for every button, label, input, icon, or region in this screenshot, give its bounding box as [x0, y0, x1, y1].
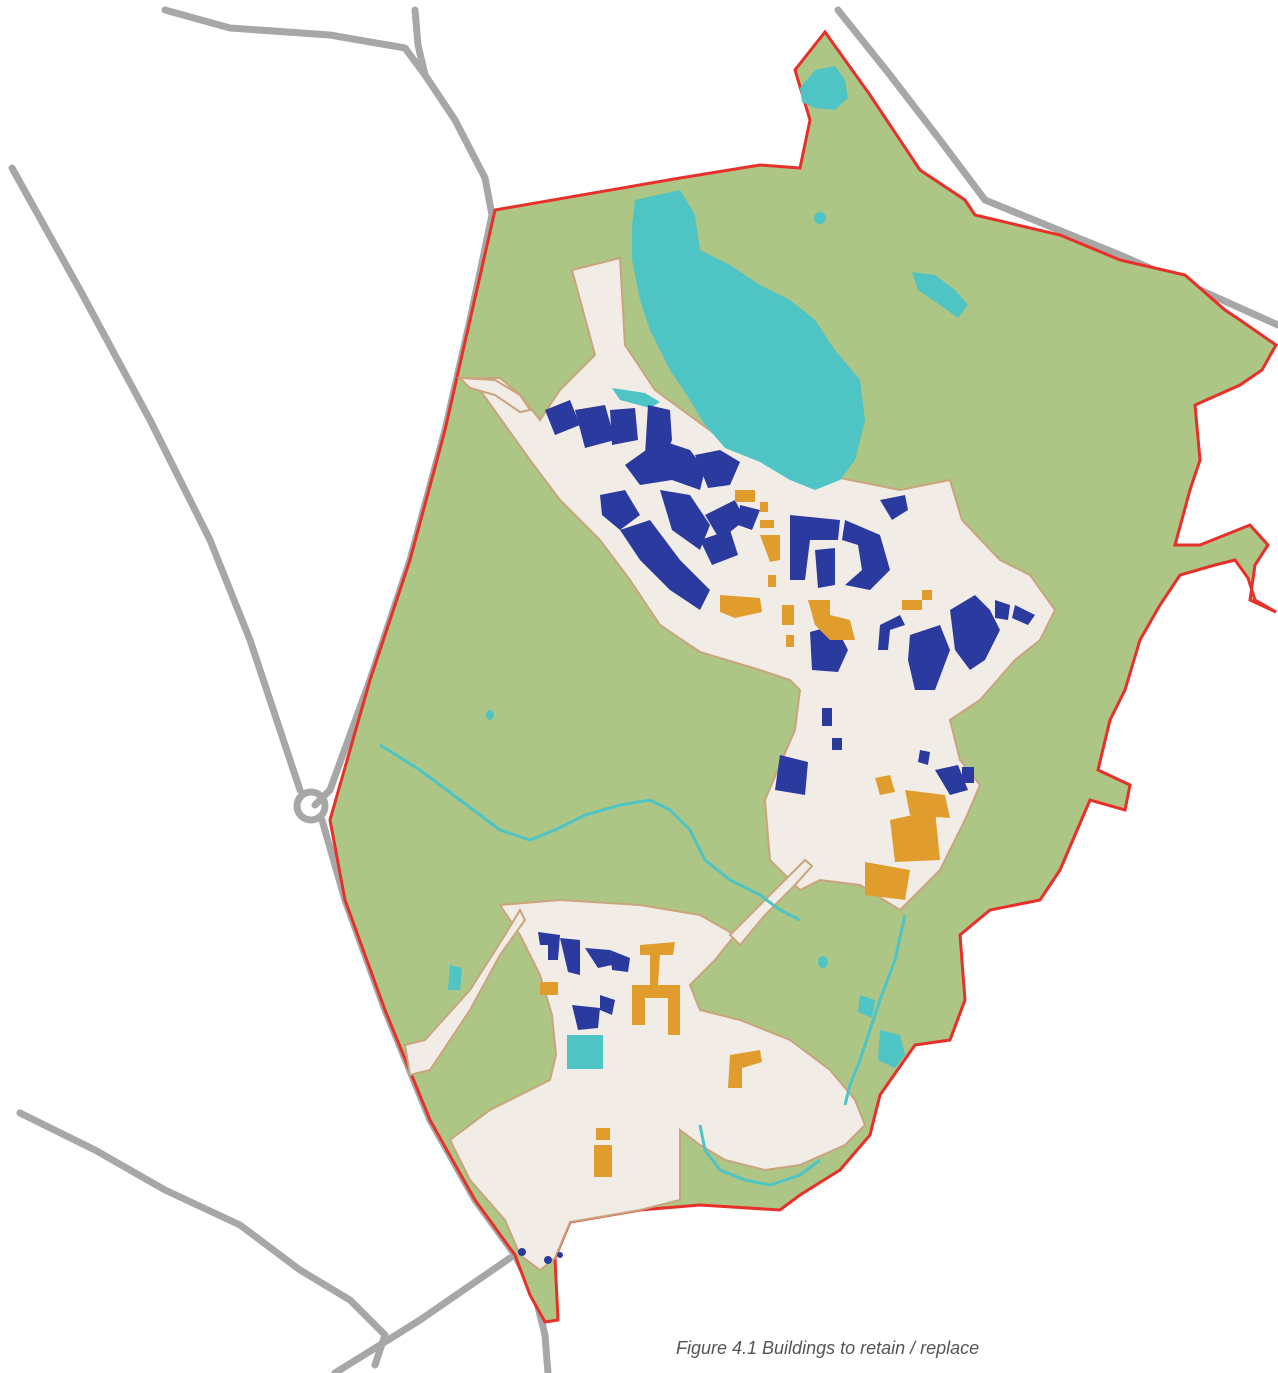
retained-building — [790, 515, 840, 580]
retained-building — [545, 400, 580, 435]
retained-building — [538, 932, 560, 960]
retained-building — [908, 625, 950, 690]
retained-building — [518, 1248, 526, 1256]
roundabout — [293, 788, 329, 824]
retained-building — [822, 708, 832, 726]
replaced-building — [640, 942, 675, 985]
replaced-building — [922, 590, 932, 600]
retained-building — [557, 1252, 563, 1258]
retained-building — [880, 495, 908, 520]
replaced-building — [632, 985, 680, 1035]
retained-building — [660, 490, 710, 550]
replaced-building — [865, 862, 910, 900]
retained-building — [832, 738, 842, 750]
retained-building — [585, 948, 612, 968]
replaced-building — [760, 502, 768, 512]
road-south-spur — [331, 1254, 514, 1373]
road-southwest — [16, 1109, 389, 1369]
retained-building — [775, 755, 808, 795]
replaced-building — [596, 1128, 610, 1140]
pond-small-1 — [814, 212, 826, 224]
pond-east — [912, 272, 968, 318]
replaced-building — [902, 600, 922, 610]
retained-building — [995, 600, 1010, 620]
road-north-link — [411, 6, 429, 79]
lake — [632, 190, 865, 490]
replaced-building — [782, 605, 794, 625]
replaced-building — [540, 982, 558, 995]
replaced-building — [720, 595, 762, 618]
retained-building — [544, 1256, 552, 1264]
pond-strip — [612, 388, 660, 408]
retained-building — [815, 548, 835, 588]
pond-tiny-2 — [818, 956, 828, 968]
replaced-building — [808, 600, 855, 640]
stream-south — [698, 1124, 821, 1187]
pool — [567, 1035, 603, 1069]
figure-caption: Figure 4.1 Buildings to retain / replace — [676, 1338, 980, 1358]
pond-northeast — [800, 66, 848, 110]
pond-southeast — [878, 1030, 905, 1068]
retained-building — [705, 500, 745, 540]
retained-building — [738, 505, 760, 530]
road-west-diagonal — [8, 164, 304, 794]
replaced-building — [768, 575, 776, 587]
retained-building — [1012, 605, 1035, 625]
stream-west — [379, 743, 801, 922]
stream-east — [843, 914, 907, 1106]
replaced-building — [786, 635, 794, 647]
retained-building — [950, 595, 1000, 670]
retained-building — [600, 995, 615, 1015]
pond-tiny-1 — [486, 710, 494, 720]
retained-building — [878, 615, 905, 650]
replaced-building — [905, 790, 950, 818]
replaced-building — [760, 520, 774, 528]
water-features — [379, 66, 968, 1187]
retained-building — [918, 750, 930, 765]
buildings-retained — [518, 400, 1035, 1264]
retained-building — [962, 767, 974, 783]
retained-building — [572, 1005, 600, 1030]
pond-small-2 — [655, 266, 665, 278]
retained-building — [625, 440, 705, 490]
replaced-building — [890, 810, 940, 862]
access-road-west — [457, 376, 532, 414]
retained-building — [560, 938, 580, 975]
retained-building — [842, 520, 890, 590]
pond-southeast-2 — [858, 995, 875, 1018]
retained-building — [700, 530, 738, 565]
retained-building — [620, 520, 710, 610]
retained-building — [935, 765, 968, 795]
replaced-building — [594, 1145, 612, 1177]
replaced-building — [728, 1050, 762, 1088]
retained-building — [695, 450, 740, 488]
replaced-building — [735, 490, 755, 502]
replaced-building — [875, 775, 895, 795]
retained-building — [610, 950, 630, 972]
pond-west — [448, 965, 462, 990]
retained-building — [600, 490, 640, 530]
replaced-building — [760, 535, 780, 562]
access-road-south — [403, 907, 527, 1077]
retained-building — [610, 408, 638, 445]
retained-building — [575, 405, 615, 448]
buildings-replaced — [540, 490, 950, 1177]
